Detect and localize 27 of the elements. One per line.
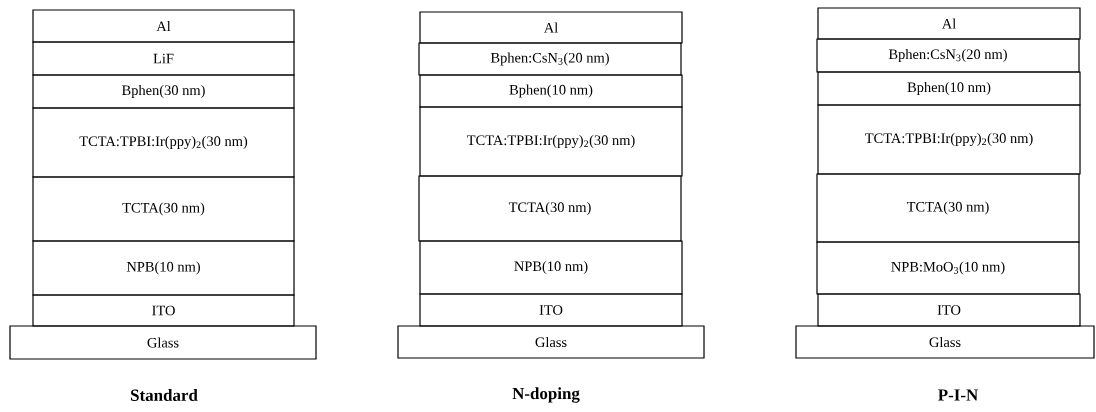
layer-box: NPB:MoO$_{3}$(10 nm) [816, 241, 1080, 295]
layer-box: ITO [32, 294, 295, 327]
stack-caption: Standard [131, 389, 198, 401]
layer-box: NPB(10 nm) [419, 240, 683, 295]
stack-caption: N-doping [512, 387, 580, 403]
layer-box: Al [32, 9, 295, 43]
layer-box: NPB(10 nm) [32, 240, 295, 296]
layer-box: TCTA:TPBI:Ir(ppy)$_{2}$(30 nm) [32, 107, 295, 178]
layer-box: TCTA(30 nm) [816, 173, 1080, 243]
stack-caption: P-I-N [938, 389, 978, 401]
layer-box: LiF [32, 41, 295, 76]
layer-box: Bphen:CsN$_{3}$(20 nm) [418, 42, 682, 76]
layer-box: ITO [817, 293, 1081, 327]
layer-box: TCTA(30 nm) [32, 176, 295, 242]
layer-box: Bphen(30 nm) [32, 74, 295, 109]
layer-box: Al [817, 7, 1081, 40]
layer-box: TCTA:TPBI:Ir(ppy)$_{2}$(30 nm) [817, 104, 1081, 175]
layer-box: Al [419, 11, 683, 44]
layer-box: TCTA(30 nm) [418, 175, 682, 242]
layer-box: Glass [397, 325, 705, 359]
layer-box: Bphen(10 nm) [817, 71, 1081, 106]
layer-box: Glass [9, 325, 317, 360]
layer-box: ITO [419, 293, 683, 327]
layer-box: Glass [795, 325, 1095, 359]
layer-box: Bphen:CsN$_{3}$(20 nm) [816, 38, 1080, 73]
layer-box: TCTA:TPBI:Ir(ppy)$_{2}$(30 nm) [419, 106, 683, 177]
layer-box: Bphen(10 nm) [419, 74, 683, 108]
